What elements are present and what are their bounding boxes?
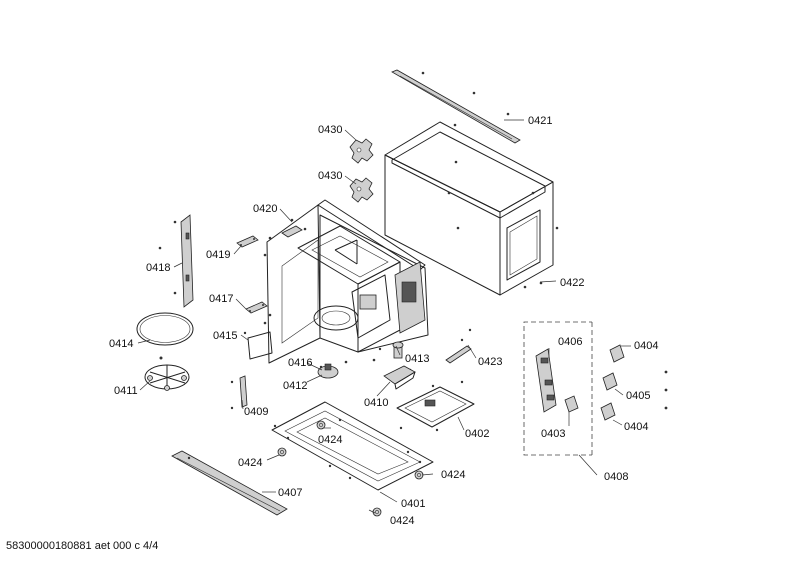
document-id-footer: 58300000180881 aet 000 c 4/4 bbox=[6, 540, 159, 552]
bracket-0409 bbox=[230, 375, 248, 410]
bracket-0417 bbox=[245, 301, 268, 314]
roller-ring-0414 bbox=[136, 312, 194, 346]
bracket-0419 bbox=[236, 235, 259, 248]
label-0405: 0405 bbox=[626, 390, 650, 402]
label-0415: 0415 bbox=[213, 330, 237, 342]
label-0416: 0416 bbox=[288, 357, 312, 369]
label-0406: 0406 bbox=[558, 336, 582, 348]
label-0420: 0420 bbox=[253, 203, 277, 215]
label-0413: 0413 bbox=[405, 353, 429, 365]
label-0414: 0414 bbox=[109, 338, 133, 350]
label-0424-d: 0424 bbox=[390, 515, 414, 527]
side-rail-0418 bbox=[158, 214, 194, 308]
fixing-bracket-0430-upper bbox=[349, 138, 374, 164]
cavity-chassis bbox=[263, 199, 429, 372]
fixing-bracket-0430-lower bbox=[349, 177, 374, 203]
mica-cover-0415 bbox=[243, 331, 273, 360]
label-0410: 0410 bbox=[364, 397, 388, 409]
switch-0405 bbox=[602, 372, 668, 392]
label-0424-b: 0424 bbox=[238, 457, 262, 469]
label-0421: 0421 bbox=[528, 115, 552, 127]
feet-0424 bbox=[277, 420, 424, 517]
label-0419: 0419 bbox=[206, 249, 230, 261]
label-0411: 0411 bbox=[114, 385, 138, 397]
top-rail-0421 bbox=[391, 69, 521, 144]
base-plate-0401 bbox=[271, 401, 434, 491]
outer-casing-0422 bbox=[384, 121, 559, 296]
label-0404-lower: 0404 bbox=[624, 421, 648, 433]
label-0404-upper: 0404 bbox=[634, 340, 658, 352]
front-strip-0407 bbox=[171, 450, 288, 516]
label-0423: 0423 bbox=[478, 356, 502, 368]
switch-group-0408 bbox=[523, 321, 593, 456]
label-0403: 0403 bbox=[541, 428, 565, 440]
label-0424-c: 0424 bbox=[441, 469, 465, 481]
coupler-0413 bbox=[378, 341, 404, 359]
label-0408: 0408 bbox=[604, 471, 628, 483]
bracket-0410 bbox=[383, 365, 416, 390]
part-labels: 0421 0430 0430 0420 0419 0418 0417 0422 … bbox=[109, 115, 658, 527]
switch-0404-lower bbox=[600, 402, 668, 421]
bracket-0423 bbox=[445, 328, 472, 364]
label-0402: 0402 bbox=[465, 428, 489, 440]
label-0430-lower: 0430 bbox=[318, 170, 342, 182]
motor-0416 bbox=[317, 363, 339, 379]
label-0407: 0407 bbox=[278, 487, 302, 499]
label-0412: 0412 bbox=[283, 380, 307, 392]
roller-support-0411 bbox=[144, 356, 190, 391]
label-0401: 0401 bbox=[401, 498, 425, 510]
switch-0404-upper bbox=[609, 344, 668, 374]
label-0430-upper: 0430 bbox=[318, 124, 342, 136]
label-0418: 0418 bbox=[146, 262, 170, 274]
label-0424-a: 0424 bbox=[318, 434, 342, 446]
label-0422: 0422 bbox=[560, 277, 584, 289]
hinge-0420 bbox=[281, 218, 307, 238]
leader-lines bbox=[137, 119, 631, 514]
base-bracket-0402 bbox=[396, 380, 475, 432]
label-0409: 0409 bbox=[244, 406, 268, 418]
label-0417: 0417 bbox=[209, 293, 233, 305]
